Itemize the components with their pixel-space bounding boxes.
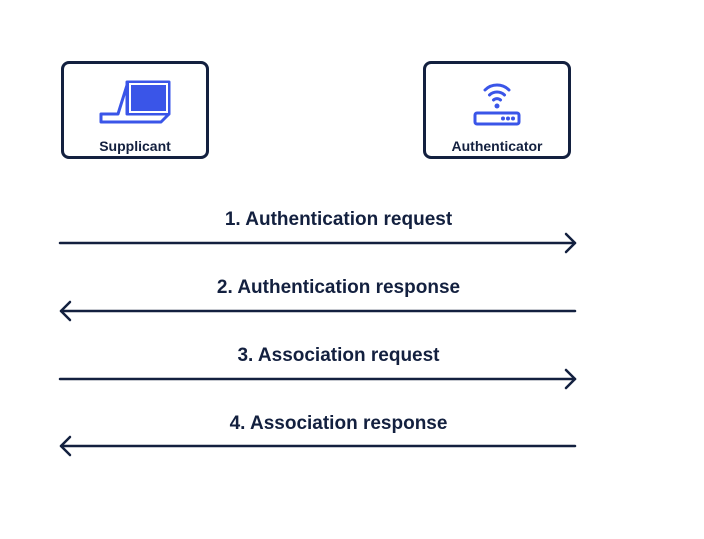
wifi-router-icon <box>426 78 568 128</box>
message-label-1: 1. Authentication request <box>224 209 453 230</box>
authenticator-node: Authenticator <box>423 61 571 159</box>
message-label-2: 2. Authentication response <box>216 277 461 298</box>
arrow-right-3 <box>58 368 577 390</box>
message-label-3: 3. Association request <box>237 345 440 366</box>
supplicant-label: Supplicant <box>99 138 171 154</box>
laptop-icon <box>64 78 206 126</box>
message-label-4: 4. Association response <box>229 413 448 434</box>
arrow-left-4 <box>59 435 577 457</box>
arrow-right-1 <box>58 232 577 254</box>
supplicant-node: Supplicant <box>61 61 209 159</box>
arrow-left-2 <box>59 300 577 322</box>
authenticator-label: Authenticator <box>451 138 543 154</box>
